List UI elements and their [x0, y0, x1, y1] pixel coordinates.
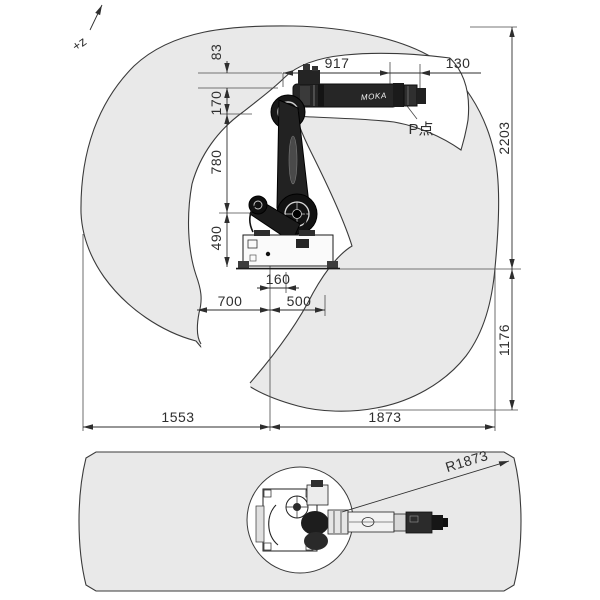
robot-side-view: MOKA	[236, 64, 426, 270]
dim-2203-label: 2203	[496, 121, 512, 154]
dim-700-label: 700	[218, 293, 243, 309]
dimension-lines	[83, 27, 515, 430]
brand-label: MOKA	[361, 91, 388, 102]
side-view: 83 170 780 490 917 130 160 700 500 1553 …	[69, 4, 521, 431]
robot-base	[242, 234, 334, 267]
cable	[248, 203, 258, 233]
dress-cable	[268, 504, 279, 546]
dim-83-label: 83	[208, 44, 224, 61]
turret	[301, 511, 329, 535]
z-axis-indicator: +z	[69, 4, 103, 54]
z-axis-label: +z	[69, 34, 89, 54]
z-axis-arrow-icon	[89, 4, 103, 31]
cutout-boundary-under-arm	[295, 57, 470, 151]
dim-1873-label: 1873	[368, 409, 401, 425]
dim-500-label: 500	[287, 293, 312, 309]
cutout-boundary-left	[187, 52, 451, 345]
p-point-label: P点	[408, 121, 433, 138]
dim-780-label: 780	[208, 150, 224, 175]
radius-leader	[341, 460, 510, 513]
cutout-boundary-right	[249, 115, 353, 384]
dim-1553-label: 1553	[161, 409, 194, 425]
dim-130-label: 130	[446, 55, 471, 71]
dim-917-label: 917	[325, 55, 350, 71]
dim-490-label: 490	[208, 226, 224, 251]
wrist-flange	[417, 88, 426, 104]
top-view: R1873	[78, 447, 522, 592]
robot-top-view	[255, 480, 448, 552]
dim-170-label: 170	[208, 91, 224, 116]
dim-160-label: 160	[266, 271, 291, 287]
dim-1176-label: 1176	[496, 324, 512, 356]
extension-lines	[82, 26, 521, 431]
